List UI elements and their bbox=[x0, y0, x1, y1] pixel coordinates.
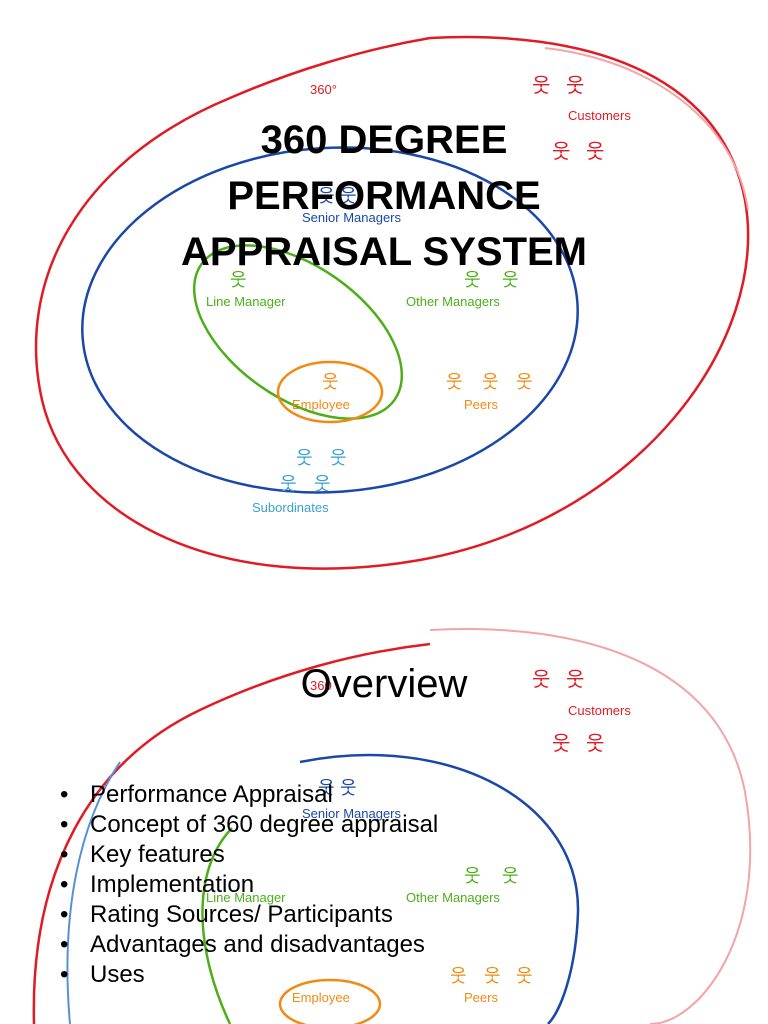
senior-managers-label: Senior Managers bbox=[302, 806, 401, 821]
person-icon: 웃 bbox=[318, 186, 335, 206]
bullet-text: Key features bbox=[90, 841, 225, 868]
bullet-text: Advantages and disadvantages bbox=[90, 931, 425, 958]
other-managers-label: Other Managers bbox=[406, 294, 500, 309]
title-line: 360 DEGREE bbox=[260, 118, 508, 162]
slide-1-title: 360 DEGREE PERFORMANCE APPRAISAL SYSTEM bbox=[0, 112, 768, 280]
subordinates-label: Subordinates bbox=[252, 500, 329, 515]
senior-managers-label: Senior Managers bbox=[302, 210, 401, 225]
bullet-marker: • bbox=[60, 841, 69, 868]
person-icon: 웃 bbox=[464, 270, 481, 290]
employee-ring bbox=[276, 360, 384, 424]
person-icon: 웃 bbox=[450, 966, 467, 986]
person-icon: 웃 bbox=[318, 778, 335, 798]
degree-label: 360 bbox=[310, 678, 332, 693]
person-icon: 웃 bbox=[464, 866, 481, 886]
bullet-text: Concept of 360 degree appraisal bbox=[90, 811, 439, 838]
title-line: PERFORMANCE bbox=[227, 174, 541, 218]
360-degree-diagram: 360° 웃 웃 웃 웃 Customers 웃 웃 Senior Manage… bbox=[34, 35, 750, 570]
person-icon: 웃 bbox=[566, 75, 584, 97]
360-degree-diagram-background: 360 웃 웃 웃 웃 Customers 웃 웃 Senior Manager… bbox=[32, 628, 752, 1024]
person-icon: 웃 bbox=[586, 141, 604, 163]
person-icon: 웃 bbox=[532, 669, 550, 691]
person-icon: 웃 bbox=[566, 669, 584, 691]
employee-ring bbox=[278, 978, 382, 1024]
person-icon: 웃 bbox=[484, 966, 501, 986]
person-icon: 웃 bbox=[532, 75, 550, 97]
person-icon: 웃 bbox=[482, 372, 499, 392]
person-icon: 웃 bbox=[586, 733, 604, 755]
senior-managers-ring bbox=[66, 761, 121, 1024]
bullet-item: • Implementation bbox=[60, 870, 438, 900]
other-managers-label: Other Managers bbox=[406, 890, 500, 905]
bullet-item: • Uses bbox=[60, 960, 438, 990]
person-icon: 웃 bbox=[446, 372, 463, 392]
line-manager-label: Line Manager bbox=[206, 294, 286, 309]
bullet-item: • Concept of 360 degree appraisal bbox=[60, 810, 438, 840]
bullet-marker: • bbox=[60, 961, 69, 988]
customers-label: Customers bbox=[568, 703, 631, 718]
bullet-text: Rating Sources/ Participants bbox=[90, 901, 393, 928]
person-icon: 웃 bbox=[296, 448, 313, 468]
person-icon: 웃 bbox=[552, 733, 570, 755]
person-icon: 웃 bbox=[330, 448, 347, 468]
person-icon: 웃 bbox=[230, 270, 247, 290]
person-icon: 웃 bbox=[502, 270, 519, 290]
slide-1: 360° 웃 웃 웃 웃 Customers 웃 웃 Senior Manage… bbox=[0, 35, 768, 570]
line-manager-label: Line Manager bbox=[206, 890, 286, 905]
bullet-item: • Rating Sources/ Participants bbox=[60, 900, 438, 930]
outer-ring-faded bbox=[429, 628, 752, 1024]
bullet-marker: • bbox=[60, 901, 69, 928]
customers-label: Customers bbox=[568, 108, 631, 123]
bullet-text: Uses bbox=[90, 961, 145, 988]
person-icon: 웃 bbox=[502, 866, 519, 886]
person-icon: 웃 bbox=[314, 474, 331, 494]
line-manager-ring bbox=[201, 827, 233, 1024]
bullet-text: Implementation bbox=[90, 871, 255, 898]
person-icon: 웃 bbox=[340, 186, 357, 206]
slide-2: 360 웃 웃 웃 웃 Customers 웃 웃 Senior Manager… bbox=[0, 592, 768, 1024]
bullet-marker: • bbox=[60, 811, 69, 838]
line-manager-ring bbox=[192, 244, 404, 420]
person-icon: 웃 bbox=[280, 474, 297, 494]
peers-label: Peers bbox=[464, 397, 498, 412]
employee-label: Employee bbox=[292, 990, 350, 1005]
bullet-item: • Advantages and disadvantages bbox=[60, 930, 438, 960]
title-line: APPRAISAL SYSTEM bbox=[181, 230, 587, 274]
bullet-marker: • bbox=[60, 871, 69, 898]
person-icon: 웃 bbox=[516, 372, 533, 392]
overview-bullet-list: • Performance Appraisal • Concept of 360 d… bbox=[60, 780, 438, 990]
senior-managers-ring bbox=[299, 753, 580, 1024]
person-icon: 웃 bbox=[516, 966, 533, 986]
senior-managers-ring bbox=[81, 146, 579, 494]
person-icon: 웃 bbox=[340, 778, 357, 798]
degree-label: 360° bbox=[310, 82, 337, 97]
bullet-item: • Key features bbox=[60, 840, 438, 870]
bullet-item: • Performance Appraisal bbox=[60, 780, 438, 810]
bullet-marker: • bbox=[60, 931, 69, 958]
employee-label: Employee bbox=[292, 397, 350, 412]
outer-ring-faded bbox=[544, 47, 749, 211]
slide-2-title: Overview bbox=[300, 662, 468, 706]
person-icon: 웃 bbox=[552, 141, 570, 163]
bullet-marker: • bbox=[60, 781, 69, 808]
peers-label: Peers bbox=[464, 990, 498, 1005]
outer-ring bbox=[32, 642, 431, 1024]
person-icon: 웃 bbox=[322, 372, 339, 392]
bullet-text: Performance Appraisal bbox=[90, 781, 333, 808]
